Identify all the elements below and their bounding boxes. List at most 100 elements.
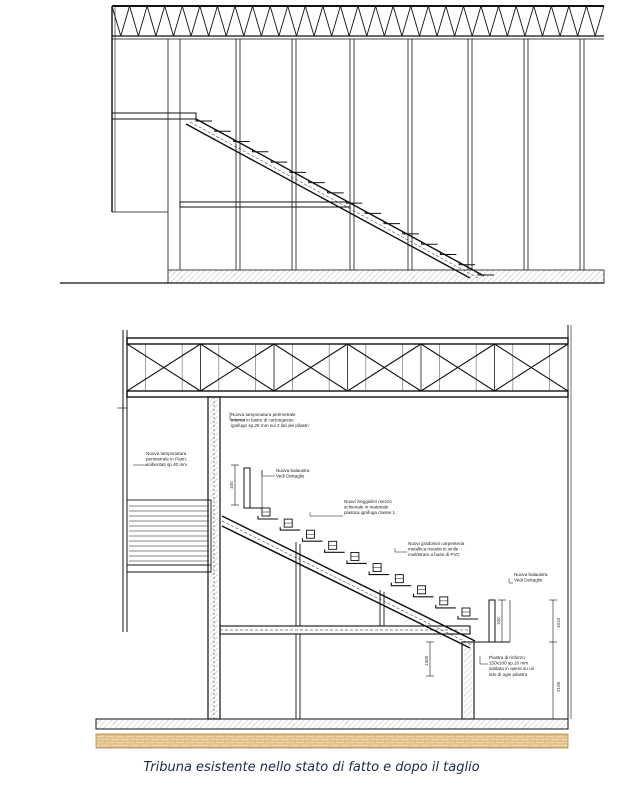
- truss-diagonal: [313, 5, 324, 37]
- bottom-left-wall: [117, 330, 128, 632]
- bottom-mid-floor: [219, 625, 471, 635]
- bottom-right-balustrade: [470, 599, 511, 643]
- truss-diagonal: [489, 5, 500, 37]
- truss-diagonal: [200, 343, 275, 392]
- truss-diagonal: [480, 5, 491, 37]
- top-ground-slab: [60, 269, 605, 284]
- truss-diagonal: [347, 343, 422, 392]
- leader-lines: [133, 412, 513, 665]
- truss-diagonal: [383, 5, 394, 37]
- stair-step: [390, 582, 412, 587]
- truss-diagonal: [129, 5, 139, 37]
- truss-diagonal: [164, 5, 174, 37]
- truss-diagonal: [269, 5, 280, 37]
- truss-diagonal: [542, 5, 552, 37]
- truss-diagonal: [273, 343, 348, 392]
- truss-diagonal: [436, 5, 447, 37]
- bottom-section-drawing: Nuova tamponatura perimetrale interna in…: [95, 325, 572, 749]
- top-stair-stringer: [185, 118, 485, 279]
- truss-diagonal: [471, 5, 482, 37]
- dim-1010: 1010: [556, 617, 561, 628]
- stair-step: [435, 604, 456, 609]
- truss-diagonal: [577, 5, 587, 37]
- note-seggiolini: Nuovi Seggiolini mezzo schienale in mate…: [344, 499, 396, 515]
- truss-diagonal: [287, 5, 297, 37]
- truss-diagonal: [304, 5, 315, 37]
- truss-diagonal: [137, 5, 148, 37]
- stair-step: [308, 180, 325, 184]
- bottom-stair-stringer: [221, 515, 476, 649]
- dimension-lines: [231, 464, 557, 720]
- dimension-texts: 100 100 1010 1300 2190: [229, 481, 561, 692]
- truss-diagonal: [190, 5, 201, 37]
- truss-diagonal: [462, 5, 473, 37]
- stair-step: [383, 221, 400, 225]
- truss-diagonal: [260, 5, 271, 37]
- truss-diagonal: [401, 5, 412, 37]
- truss-diagonal: [550, 5, 561, 37]
- bottom-right-edge: [567, 325, 572, 719]
- truss-diagonal: [296, 5, 306, 37]
- stair-step: [289, 170, 306, 173]
- note-piastra: Piastra di rinforzo 150x100 sp.10 mm sal…: [489, 655, 536, 677]
- truss-diagonal: [216, 5, 227, 37]
- stair-step: [301, 538, 323, 542]
- stair-step: [233, 139, 250, 143]
- stair-step: [279, 527, 301, 531]
- truss-diagonal: [208, 5, 218, 37]
- bottom-ground-slab: [95, 718, 569, 749]
- stair-step: [324, 549, 345, 553]
- top-columns: [167, 39, 585, 270]
- note-gradonini: Nuovi gradonini carpenteria metallica ri…: [408, 541, 465, 557]
- bottom-stair-steps: [257, 507, 478, 620]
- stair-step: [413, 593, 434, 598]
- stair-step: [214, 129, 231, 132]
- bottom-main-column: [207, 396, 221, 720]
- truss-diagonal: [410, 5, 420, 37]
- truss-diagonal: [392, 5, 403, 37]
- truss-diagonal: [559, 5, 570, 37]
- bottom-right-column: [461, 641, 475, 720]
- truss-diagonal: [366, 5, 377, 37]
- stair-step: [257, 516, 278, 520]
- truss-diagonal: [126, 343, 201, 392]
- truss-diagonal: [533, 5, 543, 37]
- truss-diagonal: [515, 5, 526, 37]
- note-balaustra-right: Nuova balaustra Vedi Dettaglio: [514, 572, 549, 583]
- stair-step: [345, 201, 363, 204]
- truss-diagonal: [181, 5, 192, 37]
- truss-diagonal: [585, 5, 596, 37]
- truss-diagonal: [420, 343, 495, 392]
- truss-diagonal: [111, 5, 122, 37]
- bottom-left-panels: [126, 499, 212, 573]
- dim-100-top: 100: [229, 481, 234, 489]
- note-tamponatura-pann: Nuova tamponatura perimetrale in Pann. c…: [146, 451, 188, 467]
- stair-step: [195, 119, 212, 122]
- truss-diagonal: [155, 5, 166, 37]
- truss-diagonal: [454, 5, 464, 37]
- note-tamponatura-interna: Nuova tamponatura perimetrale interna in…: [231, 412, 309, 428]
- bottom-roof-truss: [126, 337, 569, 398]
- figure-caption: Tribuna esistente nello stato di fatto e…: [143, 760, 480, 775]
- stair-step: [327, 190, 344, 194]
- stair-step: [457, 616, 478, 620]
- dim-1300: 1300: [424, 655, 429, 666]
- stair-step: [251, 149, 269, 153]
- truss-diagonal: [348, 5, 359, 37]
- top-landing: [111, 112, 197, 120]
- truss-diagonal: [594, 5, 605, 37]
- truss-diagonal: [498, 5, 508, 37]
- truss-diagonal: [234, 5, 245, 37]
- truss-diagonal: [375, 5, 385, 37]
- truss-diagonal: [243, 5, 254, 37]
- note-balaustra-top: Nuova balaustra Vedi Dettaglio: [276, 468, 311, 479]
- truss-diagonal: [278, 5, 289, 37]
- top-roof-truss: [111, 5, 605, 40]
- truss-diagonal: [419, 5, 429, 37]
- truss-diagonal: [120, 5, 131, 37]
- truss-diagonal: [506, 5, 517, 37]
- stair-step: [270, 160, 288, 163]
- top-stair-steps: [195, 119, 494, 276]
- truss-diagonal: [339, 5, 350, 37]
